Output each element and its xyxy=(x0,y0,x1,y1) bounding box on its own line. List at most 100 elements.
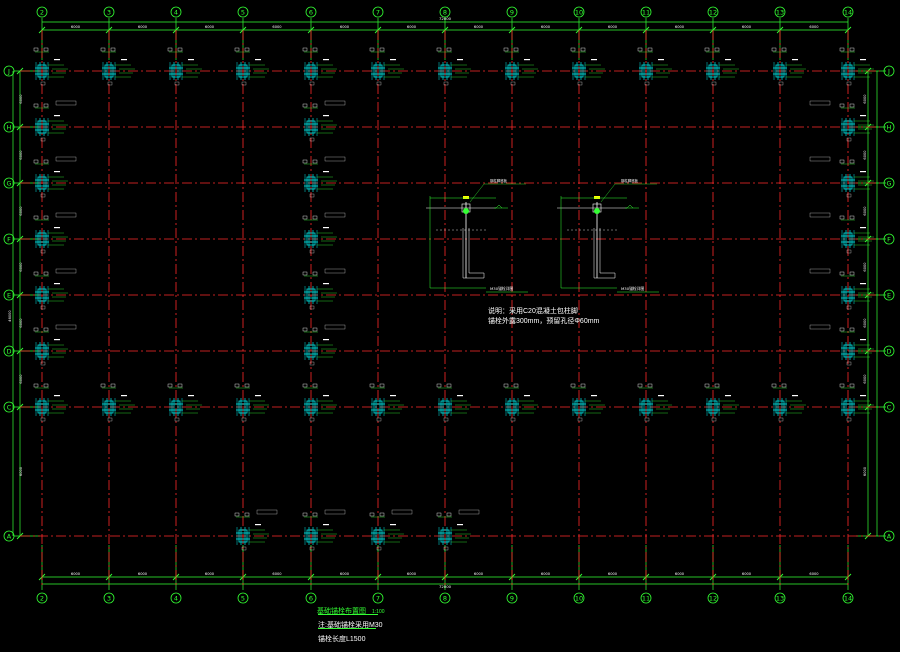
tag-mark xyxy=(255,395,261,397)
legend-underline-2 xyxy=(318,628,376,629)
tag-mark xyxy=(234,383,240,388)
column-base-symbol xyxy=(33,383,68,422)
bay-dimension-label: 6000 xyxy=(742,572,752,576)
axis-bubble-circle xyxy=(774,6,786,18)
tag-mark xyxy=(33,327,39,332)
base-plate xyxy=(574,400,584,414)
bay-dimension-label: 6000 xyxy=(205,572,215,576)
side-dimension-label: 6000 xyxy=(863,466,867,476)
tag-mark xyxy=(369,512,375,517)
axis-bubble-label: 11 xyxy=(642,8,650,16)
axis-bubble-right-D: D xyxy=(883,345,895,357)
axis-bubble-circle xyxy=(883,401,895,413)
tag-mark xyxy=(33,271,39,276)
axis-bubble-circle xyxy=(305,6,317,18)
tag-mark xyxy=(443,546,449,551)
tag-mark xyxy=(302,103,308,108)
axis-bubble-label: F xyxy=(887,235,891,243)
tag-mark xyxy=(379,47,385,52)
tag-mark xyxy=(846,417,852,422)
tag-mark xyxy=(323,171,329,173)
base-plate xyxy=(306,176,316,190)
tag-mark xyxy=(54,395,60,397)
base-plate xyxy=(775,64,785,78)
tag-mark xyxy=(849,103,855,108)
tag-mark xyxy=(839,327,845,332)
column-base-symbol xyxy=(234,509,278,551)
base-plate xyxy=(306,232,316,246)
label-box xyxy=(55,100,77,106)
tag-mark xyxy=(323,227,329,229)
note-leader xyxy=(600,183,616,203)
tag-mark xyxy=(244,383,250,388)
tag-mark xyxy=(302,327,308,332)
base-plate xyxy=(440,64,450,78)
tag-mark xyxy=(43,383,49,388)
tag-mark xyxy=(323,395,329,397)
tag-mark xyxy=(446,512,452,517)
column-base-symbol xyxy=(704,47,739,86)
base-plate xyxy=(171,400,181,414)
bay-dimension-label: 6000 xyxy=(809,25,819,29)
column-base-symbol xyxy=(302,268,346,310)
axis-bubble-label: G xyxy=(886,179,891,187)
tag-mark xyxy=(244,47,250,52)
column-base-symbol xyxy=(839,47,874,86)
axis-bubble-label: 7 xyxy=(376,8,380,16)
axis-bubble-bottom-11: 11 xyxy=(640,592,652,604)
tag-mark xyxy=(309,546,315,551)
tag-mark xyxy=(457,524,463,526)
tag-mark xyxy=(570,47,576,52)
bay-dimension-label: 6000 xyxy=(407,25,417,29)
tag-mark xyxy=(524,59,530,61)
tag-mark xyxy=(436,383,442,388)
column-base-symbol xyxy=(33,268,77,310)
axis-bubble-label: 14 xyxy=(844,8,852,16)
side-dimension-label: 6000 xyxy=(19,466,23,476)
tag-mark xyxy=(577,417,583,422)
axis-bubble-label: D xyxy=(886,347,891,355)
tag-mark xyxy=(390,395,396,397)
axis-bubble-bottom-12: 12 xyxy=(707,592,719,604)
base-plate xyxy=(238,400,248,414)
column-base-symbol xyxy=(234,383,269,422)
axis-bubble-label: J xyxy=(887,67,890,75)
tag-mark xyxy=(309,81,315,86)
tag-mark xyxy=(792,59,798,61)
base-plate xyxy=(843,400,853,414)
bay-dimension-label: 6000 xyxy=(272,25,282,29)
tag-mark xyxy=(379,512,385,517)
detail-top-note: 钢柱脚底板 xyxy=(490,178,508,183)
tag-mark xyxy=(778,81,784,86)
tag-mark xyxy=(188,395,194,397)
tag-mark xyxy=(54,283,60,285)
axis-bubble-label: G xyxy=(6,179,11,187)
bay-dimension-label: 6000 xyxy=(608,25,618,29)
tag-mark xyxy=(658,395,664,397)
axis-bubble-bottom-5: 5 xyxy=(237,592,249,604)
axis-bubble-top-4: 4 xyxy=(170,6,182,18)
bay-dimension-label: 6000 xyxy=(138,572,148,576)
tag-mark xyxy=(849,159,855,164)
tag-mark xyxy=(302,383,308,388)
tag-mark xyxy=(107,417,113,422)
tag-mark xyxy=(33,215,39,220)
tag-mark xyxy=(580,47,586,52)
tag-mark xyxy=(302,271,308,276)
column-base-symbol xyxy=(100,47,135,86)
column-base-symbol xyxy=(436,509,480,551)
axis-bubble-circle xyxy=(103,592,115,604)
tag-mark xyxy=(43,271,49,276)
label-box xyxy=(256,509,278,515)
tag-mark xyxy=(302,159,308,164)
axis-bubble-label: 9 xyxy=(510,594,514,602)
base-plate xyxy=(440,529,450,543)
tag-mark xyxy=(33,159,39,164)
base-plate xyxy=(306,120,316,134)
tag-mark xyxy=(513,47,519,52)
axis-bubble-label: 2 xyxy=(40,594,44,602)
base-plate xyxy=(238,64,248,78)
axis-bubble-right-G: G xyxy=(883,177,895,189)
tag-mark xyxy=(390,59,396,61)
base-plate xyxy=(574,64,584,78)
